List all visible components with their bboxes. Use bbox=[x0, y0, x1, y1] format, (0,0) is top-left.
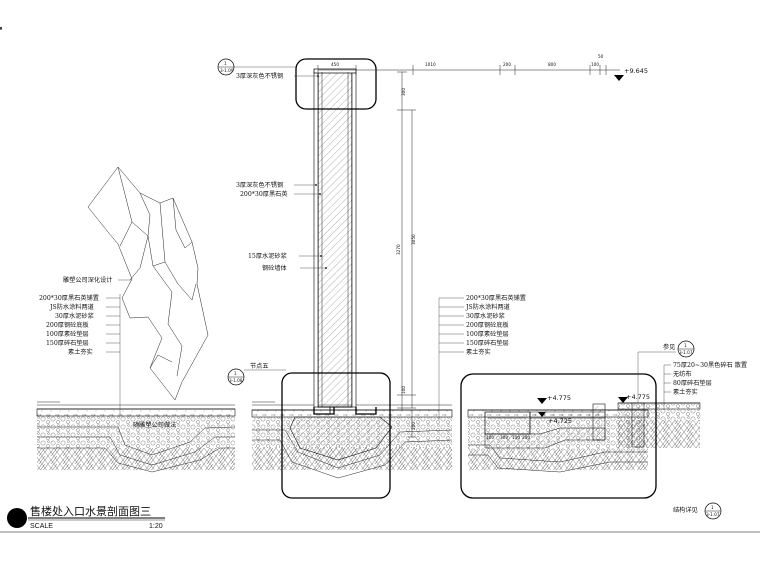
callout-struct-sheet: 3-1.07 bbox=[706, 512, 720, 517]
callout-ref: 1 3-1.07 bbox=[677, 340, 695, 358]
pool-dim-2: 300 bbox=[500, 435, 508, 440]
sculpture-note-text: 随雕塑公司做法 bbox=[133, 421, 176, 429]
right-layer-6: 150厚碎石垫层 bbox=[466, 339, 509, 347]
callout-top: 1 3-1.09 bbox=[217, 58, 296, 76]
column-label-3: 200*30厚黑石英 bbox=[240, 190, 288, 198]
dim-1010: 1010 bbox=[425, 62, 436, 67]
callout-top-num: 1 bbox=[224, 61, 227, 66]
column-labels: 3厚深灰色不锈钢 3厚深灰色不锈钢 200*30厚黑石英 15厚水泥砂浆 钢砼墙… bbox=[236, 72, 327, 272]
column-label-1: 3厚深灰色不锈钢 bbox=[236, 72, 283, 80]
node-label: 节点五 bbox=[250, 362, 269, 370]
column-label-5: 钢砼墙体 bbox=[262, 264, 288, 272]
pool-elevations: +4.775 +4.725 +4.775 100 300 100 200 bbox=[486, 393, 650, 440]
detail-boxes bbox=[281, 58, 657, 499]
pool-dim-4: 200 bbox=[522, 435, 530, 440]
right-layer-4: 200厚钢砼底板 bbox=[466, 321, 509, 329]
callout-ref-num: 1 bbox=[684, 343, 687, 348]
column-label-2: 3厚深灰色不锈钢 bbox=[236, 181, 283, 189]
callout-node-sheet: 3-1.08 bbox=[229, 378, 243, 383]
drawing-title: 售楼处入口水景剖面图三 bbox=[30, 504, 151, 518]
left-layer-labels: 雕塑公司深化设计 200*30厚黑石英铺置 JS防水涂料两道 30厚水泥砂浆 2… bbox=[39, 276, 132, 415]
elevation-right: +4.775 bbox=[626, 393, 650, 401]
right-layer-5: 100厚素砼垫层 bbox=[466, 330, 509, 338]
scale-value: 1:20 bbox=[149, 523, 163, 530]
vdim-3270: 3270 bbox=[396, 244, 401, 255]
pool-dim-1: 100 bbox=[486, 435, 494, 440]
callout-struct-num: 1 bbox=[711, 505, 714, 510]
far-right-layer-2: 无纺布 bbox=[673, 370, 692, 378]
vdim-200: 200 bbox=[411, 422, 416, 430]
elevation-water: +4.775 bbox=[547, 394, 571, 402]
callout-ref-sheet: 3-1.07 bbox=[679, 350, 693, 355]
right-layer-1: 200*30厚黑石英铺置 bbox=[466, 294, 526, 302]
dim-800: 800 bbox=[548, 62, 556, 67]
dim-450: 450 bbox=[331, 62, 339, 67]
callout-node: 1 3-1.08 节点五 bbox=[227, 362, 286, 386]
left-layer-3: 30厚水泥砂浆 bbox=[55, 312, 94, 320]
scale-label: SCALE bbox=[30, 523, 53, 530]
right-layer-7: 素土夯实 bbox=[466, 348, 491, 356]
top-elevation-marker: +9.645 bbox=[614, 67, 648, 81]
right-layer-2: JS防水涂料两道 bbox=[465, 303, 510, 311]
far-right-layer-1: 75厚20~30黑色碎石 散置 bbox=[673, 361, 747, 369]
left-layer-7: 素土夯实 bbox=[68, 348, 93, 356]
title-block: 售楼处入口水景剖面图三 SCALE 1:20 bbox=[7, 504, 165, 530]
column-label-4: 15厚水泥砂浆 bbox=[248, 252, 287, 260]
left-layer-2: JS防水涂料两道 bbox=[49, 303, 94, 311]
left-layer-5: 100厚素砼垫层 bbox=[46, 330, 89, 338]
vdim-3050: 3050 bbox=[411, 234, 416, 245]
clad-column bbox=[313, 68, 377, 415]
elevation-triangle-icon bbox=[618, 397, 628, 403]
elevation-triangle-icon bbox=[537, 398, 547, 404]
callout-struct: 结构详见 1 3-1.07 bbox=[673, 502, 722, 520]
dim-200: 200 bbox=[503, 62, 511, 67]
far-right-layer-4: 素土夯实 bbox=[673, 388, 698, 396]
ground-section bbox=[36, 402, 701, 479]
far-right-layer-3: 80厚碎石垫层 bbox=[673, 379, 712, 387]
top-dimension-line: 450 1010 200 800 100 50 bbox=[317, 54, 620, 75]
structure-note: 结构详见 bbox=[673, 506, 698, 514]
callout-top-sheet: 3-1.09 bbox=[220, 68, 234, 73]
elevation-triangle-icon bbox=[538, 412, 546, 417]
ref-label: 参见 bbox=[663, 343, 675, 351]
sculpture-outline bbox=[87, 166, 209, 401]
callout-node-num: 1 bbox=[234, 371, 237, 376]
far-right-labels: 参见 75厚20~30黑色碎石 散置 无纺布 80厚碎石垫层 素土夯实 bbox=[637, 343, 747, 410]
corner-mark bbox=[0, 27, 2, 30]
title-dot-icon bbox=[7, 508, 27, 528]
left-layer-6: 150厚碎石垫层 bbox=[46, 339, 89, 347]
pool-dim-3: 100 bbox=[512, 435, 520, 440]
vertical-dimensions: 300 3270 3050 100 200 bbox=[396, 71, 416, 438]
dim-100: 100 bbox=[591, 62, 599, 67]
elevation-water-low: +4.725 bbox=[548, 417, 572, 425]
left-layer-4: 200厚钢砼底板 bbox=[46, 321, 89, 329]
right-layer-3: 30厚水泥砂浆 bbox=[466, 312, 505, 320]
left-layers-title: 雕塑公司深化设计 bbox=[63, 276, 113, 284]
vdim-300: 300 bbox=[401, 88, 406, 96]
elevation-top: +9.645 bbox=[624, 67, 648, 75]
elevation-triangle-icon bbox=[614, 75, 624, 81]
left-layer-1: 200*30厚黑石英铺置 bbox=[39, 294, 99, 302]
dim-50: 50 bbox=[598, 54, 604, 59]
sculpture-note: 随雕塑公司做法 bbox=[133, 421, 176, 429]
vdim-100: 100 bbox=[401, 386, 406, 394]
right-layer-labels: 200*30厚黑石英铺置 JS防水涂料两道 30厚水泥砂浆 200厚钢砼底板 1… bbox=[438, 294, 526, 420]
